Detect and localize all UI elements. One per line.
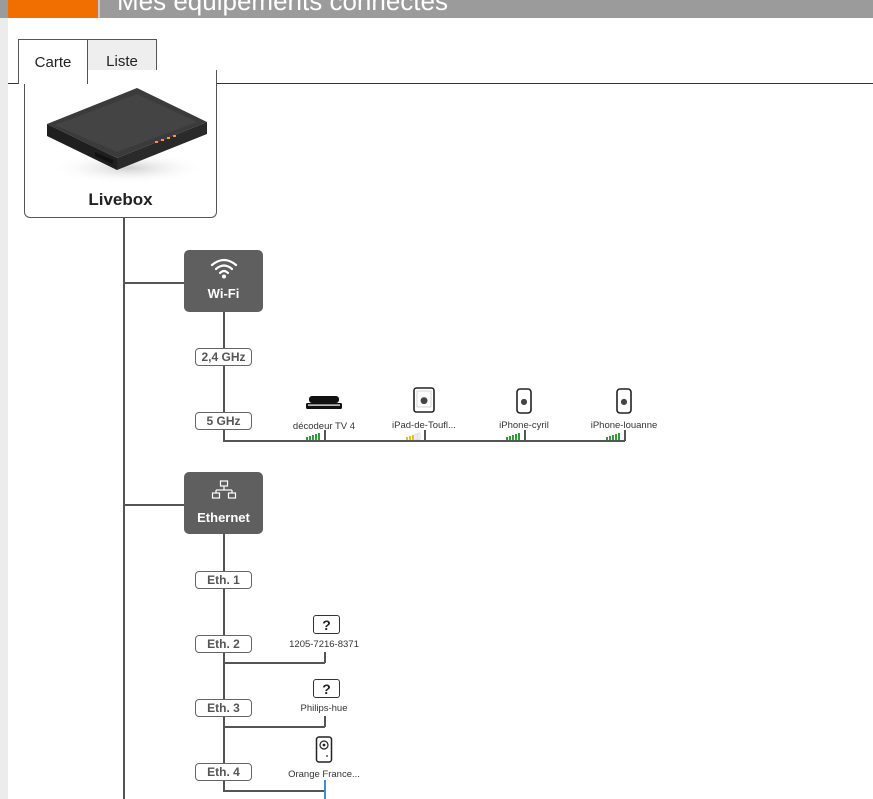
livebox-node[interactable]: Livebox [24, 70, 217, 218]
ethernet-network-icon [211, 480, 237, 499]
svg-text:●: ● [420, 396, 428, 406]
left-margin [0, 0, 8, 799]
band-5ghz[interactable]: 5 GHz [195, 412, 252, 430]
eth2-link [223, 662, 325, 664]
device-label: Philips-hue [300, 703, 348, 714]
wifi-line [223, 312, 225, 420]
iphone-icon: ● [616, 388, 632, 414]
ethernet-node[interactable]: Ethernet [184, 472, 263, 534]
eth4-link [223, 790, 325, 792]
device-iphone-cyril[interactable]: ● iPhone-cyril [474, 388, 574, 431]
port-eth3[interactable]: Eth. 3 [195, 699, 252, 717]
svg-text:●: ● [621, 397, 628, 406]
plug-device-icon [315, 736, 333, 763]
device-link [624, 430, 626, 441]
svg-text:●: ● [521, 397, 528, 406]
orange-logo [8, 0, 100, 18]
livebox-router-icon [47, 88, 207, 184]
page-header: Mes équipements connectés [0, 0, 873, 18]
device-ipad[interactable]: ● iPad-de-Toufl... [374, 387, 474, 431]
tab-carte[interactable]: Carte [18, 39, 88, 84]
signal-strength-icon [306, 433, 320, 440]
device-philips-hue[interactable]: Philips-hue [274, 703, 374, 714]
ipad-icon: ● [413, 387, 435, 413]
device-link-active [324, 780, 326, 799]
band-2-4ghz[interactable]: 2,4 GHz [195, 348, 252, 366]
livebox-label: Livebox [88, 190, 153, 209]
signal-strength-icon [506, 433, 520, 440]
unknown-device-icon[interactable]: ? [313, 615, 340, 634]
device-tv-decoder[interactable]: décodeur TV 4 [274, 390, 374, 432]
device-label: iPhone-louanne [590, 420, 658, 431]
tab-divider [8, 83, 873, 84]
iphone-icon: ● [516, 388, 532, 414]
device-link [324, 430, 326, 441]
device-link [324, 716, 326, 727]
trunk-to-ethernet [123, 504, 184, 506]
port-eth4[interactable]: Eth. 4 [195, 763, 252, 781]
device-link [524, 430, 526, 441]
wifi-5ghz-drop [223, 430, 225, 441]
wifi-node[interactable]: Wi-Fi [184, 250, 263, 312]
device-orange-france[interactable]: Orange France... [274, 736, 374, 780]
page-title: Mes équipements connectés [117, 0, 448, 16]
port-eth1[interactable]: Eth. 1 [195, 571, 252, 589]
ethernet-label: Ethernet [197, 510, 250, 525]
device-iphone-louanne[interactable]: ● iPhone-louanne [574, 388, 674, 431]
device-label: 1205-7216-8371 [289, 639, 359, 650]
signal-strength-icon [606, 433, 620, 440]
device-link [324, 652, 326, 663]
device-label: iPhone-cyril [499, 420, 549, 431]
trunk-line [123, 218, 125, 799]
device-label: iPad-de-Toufl... [392, 420, 456, 431]
device-label: Orange France... [288, 769, 360, 780]
trunk-to-wifi [123, 282, 184, 284]
device-1205-7216-8371[interactable]: 1205-7216-8371 [274, 639, 374, 650]
device-label: décodeur TV 4 [292, 421, 356, 432]
device-link [424, 430, 426, 441]
signal-strength-icon [406, 432, 421, 440]
unknown-device-icon[interactable]: ? [313, 679, 340, 698]
wifi-icon [210, 258, 238, 279]
wifi-label: Wi-Fi [207, 286, 240, 301]
eth3-link [223, 726, 325, 728]
tv-decoder-icon [306, 396, 342, 409]
port-eth2[interactable]: Eth. 2 [195, 635, 252, 653]
